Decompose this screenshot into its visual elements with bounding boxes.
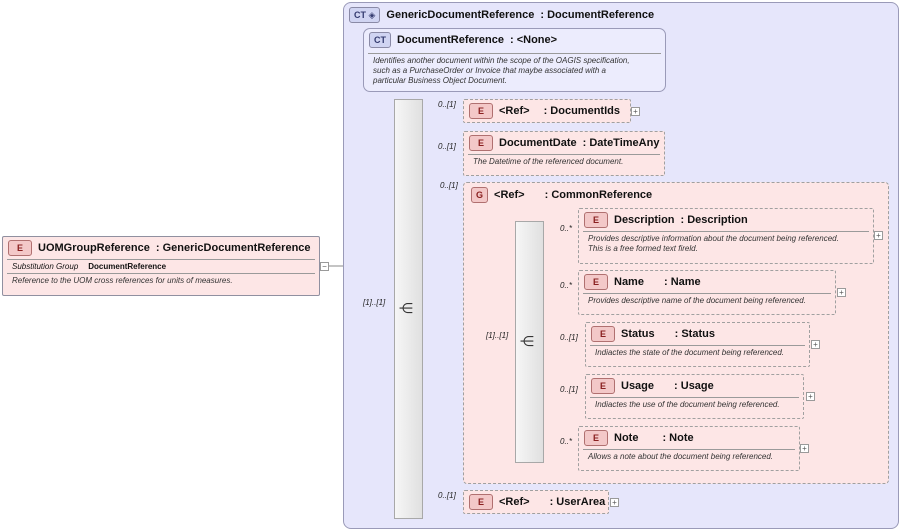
base-type-name: DocumentReference: [397, 34, 504, 46]
complex-type-name: GenericDocumentReference: [386, 9, 535, 21]
element-badge: E: [584, 212, 608, 228]
sequence-icon: ⋲: [520, 333, 534, 349]
element-box-userarea[interactable]: E <Ref> : UserArea: [463, 490, 609, 514]
element-ref: <Ref>: [499, 496, 530, 508]
child-header: E Name : Name: [579, 271, 835, 293]
element-header: E DocumentDate : DateTimeAny: [464, 132, 664, 154]
child-name: Name: [614, 276, 644, 288]
root-element-header: E UOMGroupReference : GenericDocumentRef…: [3, 237, 319, 259]
element-ref: <Ref>: [499, 105, 530, 117]
ct-badge-label: CT: [354, 10, 366, 20]
element-badge: E: [469, 494, 493, 510]
inner-sequence-bar[interactable]: [515, 221, 544, 463]
child-name: Note: [614, 432, 639, 444]
root-element-description: Reference to the UOM cross references fo…: [7, 273, 315, 288]
child-name: Usage: [621, 380, 655, 392]
child-type: : Usage: [674, 380, 714, 392]
group-type: : CommonReference: [544, 189, 653, 201]
element-badge: E: [591, 326, 615, 342]
element-name: DocumentDate: [499, 137, 577, 149]
element-multiplicity: 0..[1]: [438, 491, 456, 500]
child-box-note[interactable]: E Note : Note Allows a note about the do…: [578, 426, 800, 471]
ct-extension-icon: CT ◈: [349, 7, 381, 23]
base-type-box[interactable]: CT DocumentReference : <None> Identifies…: [363, 28, 666, 92]
child-header: E Note : Note: [579, 427, 799, 449]
child-multiplicity: 0..[1]: [560, 333, 578, 342]
substitution-group-value: DocumentReference: [88, 262, 167, 271]
child-multiplicity: 0..*: [560, 281, 573, 290]
element-box-documentdate[interactable]: E DocumentDate : DateTimeAny The Datetim…: [463, 131, 665, 176]
element-multiplicity: 0..[1]: [438, 142, 456, 151]
child-description-line: This is a free formed text fireld.: [588, 244, 698, 253]
element-box-documentids[interactable]: E <Ref> : DocumentIds: [463, 99, 631, 123]
child-header: E Status : Status: [586, 323, 809, 345]
child-header: E Description : Description: [579, 209, 873, 231]
element-badge: E: [591, 378, 615, 394]
expand-button[interactable]: +: [837, 288, 846, 297]
child-type: : Note: [662, 432, 694, 444]
expand-button[interactable]: +: [806, 392, 815, 401]
element-badge: E: [584, 274, 608, 290]
expand-button[interactable]: +: [811, 340, 820, 349]
element-badge: E: [584, 430, 608, 446]
expand-button[interactable]: +: [610, 498, 619, 507]
child-box-usage[interactable]: E Usage : Usage Indiactes the use of the…: [585, 374, 804, 419]
inner-sequence-multiplicity: [1]..[1]: [486, 331, 509, 340]
child-name: Status: [621, 328, 655, 340]
child-box-status[interactable]: E Status : Status Indiactes the state of…: [585, 322, 810, 367]
child-header: E Usage : Usage: [586, 375, 803, 397]
element-description: The Datetime of the referenced document.: [468, 154, 660, 169]
base-type-description: Identifies another document within the s…: [368, 53, 661, 88]
base-type-description-line: such as a PurchaseOrder or Invoice that …: [373, 66, 607, 75]
element-badge: E: [8, 240, 32, 256]
child-description: Provides descriptive name of the documen…: [583, 293, 831, 308]
child-type: : Name: [663, 276, 701, 288]
group-ref: <Ref>: [494, 189, 525, 201]
child-multiplicity: 0..[1]: [560, 385, 578, 394]
child-description: Indiactes the state of the document bein…: [590, 345, 805, 360]
ct-badge: CT: [369, 32, 391, 48]
element-multiplicity: 0..[1]: [438, 100, 456, 109]
child-multiplicity: 0..*: [560, 224, 573, 233]
element-type: : DateTimeAny: [582, 137, 660, 149]
expand-button[interactable]: +: [874, 231, 883, 240]
element-header: E <Ref> : DocumentIds: [464, 100, 630, 122]
child-type: : Description: [680, 214, 748, 226]
element-badge: E: [469, 103, 493, 119]
expand-button[interactable]: +: [631, 107, 640, 116]
base-type-header: CT DocumentReference : <None>: [364, 29, 665, 51]
child-box-name[interactable]: E Name : Name Provides descriptive name …: [578, 270, 836, 315]
child-description: Provides descriptive information about t…: [583, 231, 869, 256]
substitution-group-label: Substitution Group: [12, 262, 79, 271]
outer-sequence-bar[interactable]: [394, 99, 423, 519]
root-element-box[interactable]: E UOMGroupReference : GenericDocumentRef…: [2, 236, 320, 296]
element-type: : UserArea: [549, 496, 606, 508]
element-type: : DocumentIds: [543, 105, 620, 117]
root-collapse-button[interactable]: −: [320, 262, 329, 271]
child-multiplicity: 0..*: [560, 437, 573, 446]
element-badge: E: [469, 135, 493, 151]
base-type-description-line: Identifies another document within the s…: [373, 56, 630, 65]
substitution-group-row: Substitution Group DocumentReference: [7, 259, 315, 273]
root-element-type: : GenericDocumentReference: [155, 242, 311, 254]
base-type-type: : <None>: [509, 34, 558, 46]
child-type: : Status: [674, 328, 715, 340]
child-box-description[interactable]: E Description : Description Provides des…: [578, 208, 874, 264]
element-header: E <Ref> : UserArea: [464, 491, 608, 513]
group-multiplicity: 0..[1]: [440, 181, 458, 190]
root-element-name: UOMGroupReference: [38, 242, 150, 254]
group-badge: G: [471, 187, 489, 203]
child-description-line: Provides descriptive information about t…: [588, 234, 839, 243]
group-header: G <Ref> : CommonReference: [466, 184, 657, 206]
child-name: Description: [614, 214, 675, 226]
outer-sequence-multiplicity: [1]..[1]: [363, 298, 386, 307]
complex-type-header: CT ◈ GenericDocumentReference : Document…: [349, 6, 654, 24]
child-description: Indiactes the use of the document being …: [590, 397, 799, 412]
sequence-icon: ⋲: [399, 300, 413, 316]
expand-button[interactable]: +: [800, 444, 809, 453]
complex-type-type: : DocumentReference: [540, 9, 655, 21]
base-type-description-line: particular Business Object Document.: [373, 76, 507, 85]
child-description: Allows a note about the document being r…: [583, 449, 795, 464]
